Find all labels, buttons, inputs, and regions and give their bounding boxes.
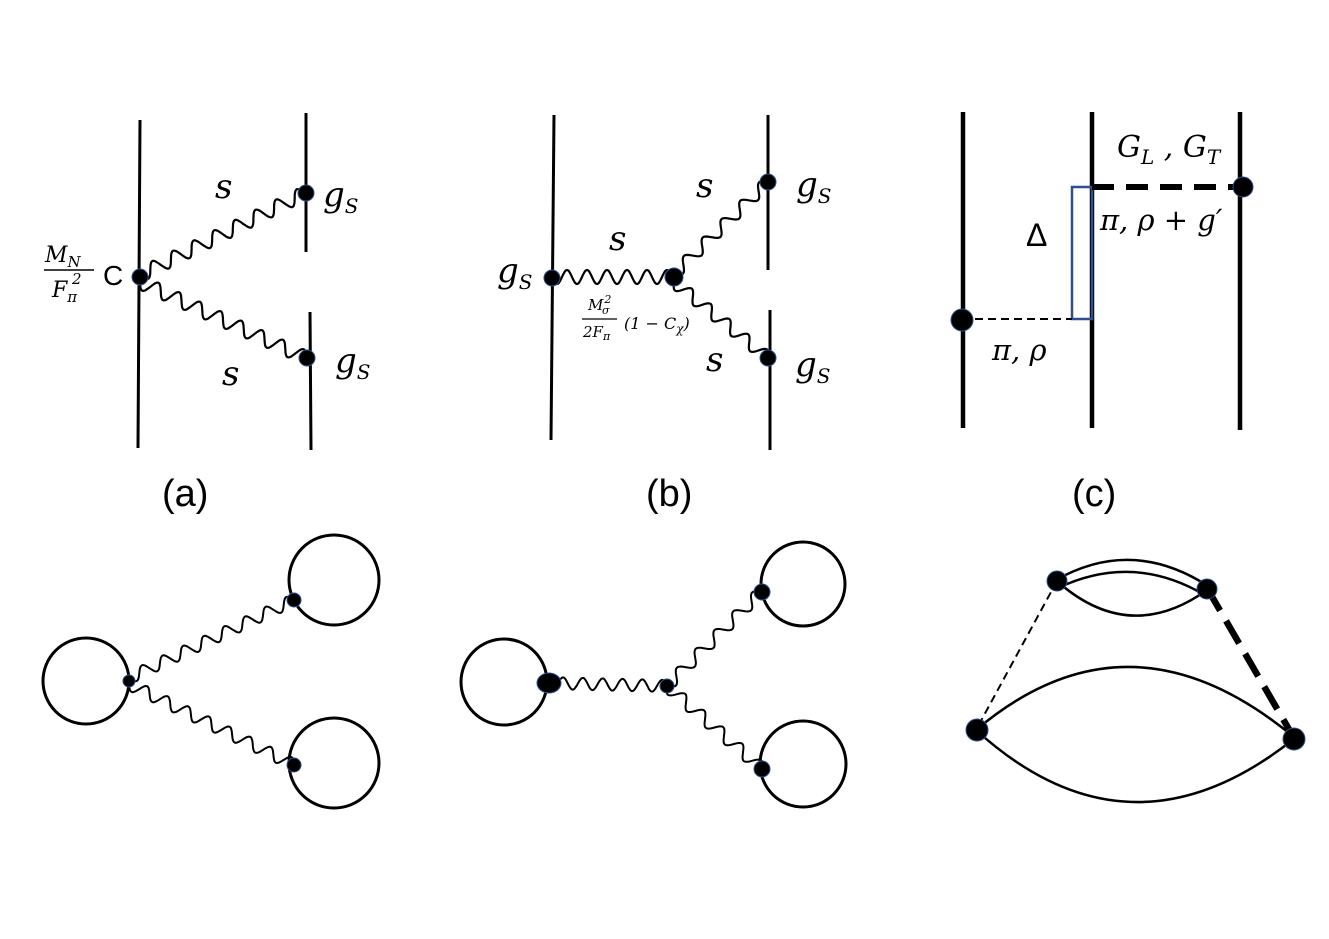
sigma-propagator-left-b [550, 268, 674, 286]
big-loop-upper-c [975, 665, 1296, 739]
loop-left-b [459, 637, 549, 727]
label-s-lower-b: s [706, 340, 723, 380]
caption-a: (a) [162, 473, 208, 515]
loop-left-a [41, 636, 131, 726]
label-gs-bottom: gS [335, 341, 370, 384]
vertex-left-bubble-b [536, 672, 562, 694]
sigma-propagator-upper-bubble-b [666, 590, 762, 688]
label-s-left-b: s [609, 219, 626, 259]
vertex-center-bubble-b [659, 678, 675, 694]
loop-bottom-right-a [287, 716, 381, 810]
bubble-diagram-b [459, 540, 848, 809]
label-s-upper: s [215, 167, 232, 207]
label-gs-left-b: gS [497, 251, 532, 294]
loop-top-right-a [287, 533, 381, 627]
sigma-propagator-lower [138, 281, 308, 359]
vertex-top-right-c [1196, 578, 1218, 600]
vertex-gs-bottom-b [759, 349, 777, 367]
thick-dashed-exchange-c [1204, 586, 1297, 740]
label-exchange-top: π, ρ + g′ [1099, 203, 1223, 237]
label-exchange-bottom: π, ρ [991, 333, 1047, 367]
vertex-gs-top-b [759, 173, 777, 191]
vertex-gs-left-b [543, 269, 561, 287]
coupling-factor-b: (1 − Cχ) [624, 314, 690, 336]
bubble-diagram-c [965, 558, 1306, 804]
coupling-numerator-a: MN [44, 243, 82, 271]
vertex-right-c [1232, 176, 1254, 198]
caption-b: (b) [646, 473, 692, 515]
panel-a: s s gS gS MN Fπ 2 C (a) [44, 113, 370, 515]
sigma-propagator-lower-bubble-b [665, 685, 764, 770]
coupling-denominator-sup-a: 2 [71, 270, 82, 288]
sigma-propagator-upper-bubble-a [128, 595, 295, 683]
label-s-lower: s [222, 354, 239, 394]
loop-top-right-b [759, 540, 847, 628]
vertex-gs-top [297, 184, 315, 202]
coupling-denominator-b: 2Fπ [582, 323, 611, 343]
coupling-numerator-b: M2 [587, 293, 611, 314]
label-gs-top: gS [323, 175, 358, 218]
double-line-inner-c [1057, 570, 1204, 596]
panel-b: s s s gS gS gS M2 σ 2Fπ (1 − Cχ) (b) [497, 114, 831, 515]
big-loop-lower-c [975, 729, 1296, 804]
label-gs-bottom-b: gS [795, 345, 830, 388]
vertex-three-sigma-b [664, 267, 684, 287]
vertex-gs-bottom [298, 349, 316, 367]
label-gl-gt: GL , GT [1117, 130, 1222, 169]
vertex-top-bubble-b [753, 583, 771, 601]
sigma-propagator-left-bubble-b [547, 676, 668, 693]
sigma-propagator-upper-b [673, 180, 769, 276]
label-delta: Δ [1026, 217, 1047, 253]
coupling-numerator-sub-b: σ [602, 304, 610, 317]
loop-bottom-right-b [758, 719, 848, 809]
coupling-denominator-a: Fπ [51, 278, 78, 306]
thin-dashed-exchange-c [975, 580, 1058, 731]
sigma-propagator-lower-bubble-a [128, 683, 295, 766]
label-c-constant: C [103, 260, 123, 291]
vertex-bottom-bubble-a [286, 757, 302, 773]
vertex-three-body [131, 268, 149, 286]
sigma-propagator-upper [139, 187, 306, 281]
caption-c: (c) [1072, 473, 1116, 515]
vertex-bottom-left-c [965, 718, 989, 742]
label-s-upper-b: s [696, 166, 713, 206]
double-line-outer-c [1055, 558, 1209, 588]
sigma-propagator-lower-b [672, 281, 770, 359]
vertex-left-bubble-a [122, 674, 136, 688]
label-gs-top-b: gS [796, 165, 831, 208]
vertex-top-left-c [1046, 570, 1068, 592]
single-line-lower-c [1057, 581, 1208, 617]
delta-isobar-box [1070, 185, 1094, 321]
panel-c: GL , GT Δ π, ρ + g′ π, ρ (c) [950, 112, 1254, 515]
bubble-diagram-a [41, 533, 381, 810]
vertex-bottom-bubble-b [753, 760, 771, 778]
nucleon-line-bottom-right [308, 311, 313, 451]
vertex-top-bubble-a [286, 592, 302, 608]
vertex-bottom-right-c [1282, 727, 1306, 751]
vertex-left-c [950, 308, 974, 332]
